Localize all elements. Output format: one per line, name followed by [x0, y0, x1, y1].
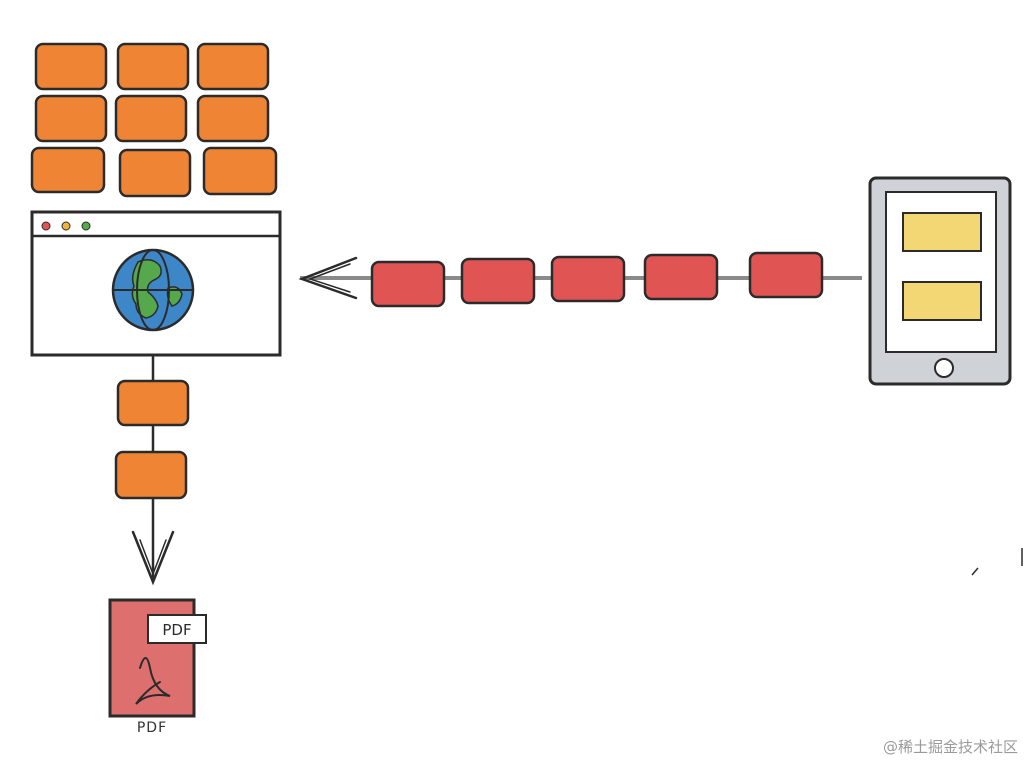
firewall-brick	[196, 42, 270, 91]
firewall-brick	[116, 42, 190, 91]
tablet-home-button	[934, 358, 954, 378]
watermark-text: @稀土掘金技术社区	[882, 738, 1018, 756]
tablet-screen-block	[902, 212, 982, 252]
download-packet	[116, 379, 190, 427]
firewall-brick-wall	[30, 42, 278, 198]
request-packet	[550, 255, 626, 303]
window-maximize-dot	[81, 221, 91, 231]
pdf-caption: PDF	[136, 720, 168, 736]
download-packet-chain	[114, 356, 190, 586]
request-packet	[643, 253, 719, 301]
arrow-left-icon	[298, 256, 358, 300]
request-packet	[370, 260, 446, 308]
firewall-brick	[202, 146, 278, 196]
window-close-dot	[41, 221, 51, 231]
sketch-fragment	[971, 548, 1023, 576]
request-packet	[748, 251, 824, 299]
globe-icon	[111, 248, 195, 332]
tablet-screen-block	[902, 281, 982, 321]
firewall-brick	[118, 148, 192, 198]
browser-window-icon	[30, 210, 282, 357]
request-packet	[460, 257, 536, 305]
firewall-brick	[34, 94, 108, 143]
pdf-file-icon: PDF	[108, 598, 207, 718]
arrow-down-icon	[131, 530, 175, 586]
request-packet-chain	[298, 251, 862, 308]
acrobat-logo-icon	[135, 657, 171, 705]
pdf-tag-box	[147, 614, 207, 644]
download-packet	[114, 450, 188, 500]
firewall-brick	[196, 94, 270, 143]
tablet-icon	[868, 176, 1012, 386]
firewall-brick	[30, 146, 106, 194]
firewall-brick	[34, 42, 108, 91]
pdf-tag-label: PDF	[162, 621, 191, 639]
window-minimize-dot	[61, 221, 71, 231]
firewall-brick	[114, 94, 188, 143]
